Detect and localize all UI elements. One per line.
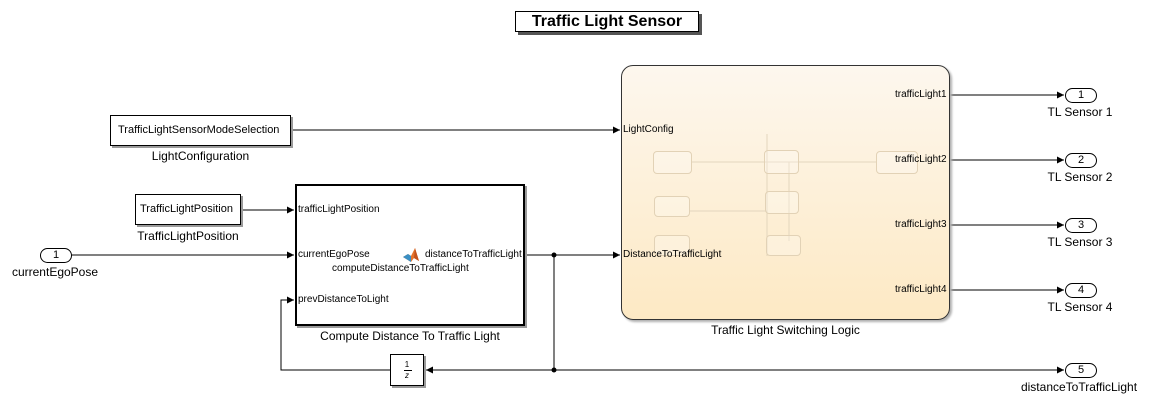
port-trafficlight4: trafficLight4 (895, 284, 947, 295)
outport-4[interactable]: 4 (1065, 283, 1097, 298)
switching-logic-chart[interactable] (621, 65, 950, 320)
inport-1-label: currentEgoPose (11, 265, 99, 279)
port-trafficlightposition: trafficLightPosition (298, 204, 380, 215)
port-distancetotrafficlight-in: DistanceToTrafficLight (623, 249, 722, 260)
unit-delay-block[interactable]: 1 z (390, 354, 424, 386)
outport-4-label: TL Sensor 4 (1047, 300, 1113, 314)
compute-distance-block[interactable] (295, 184, 525, 326)
state-ghost (766, 235, 801, 256)
state-ghost (764, 150, 799, 174)
position-label: TrafficLightPosition (137, 229, 239, 243)
state-ghost (876, 151, 918, 174)
outport-5-label: distanceToTrafficLight (1020, 380, 1138, 394)
port-currentegopose: currentEgoPose (298, 249, 370, 260)
mode-selection-text: TrafficLightSensorModeSelection (118, 124, 280, 136)
outport-3-label: TL Sensor 3 (1047, 235, 1113, 249)
chart-preview (690, 134, 877, 256)
outport-2[interactable]: 2 (1065, 153, 1097, 168)
state-ghost (765, 191, 799, 214)
outport-5[interactable]: 5 (1065, 363, 1097, 378)
position-block[interactable]: TrafficLightPosition (135, 194, 241, 225)
outport-2-label: TL Sensor 2 (1047, 170, 1113, 184)
mode-selection-block[interactable]: TrafficLightSensorModeSelection (110, 115, 291, 146)
outport-1-label: TL Sensor 1 (1047, 105, 1113, 119)
state-ghost (654, 235, 690, 256)
unit-delay-denominator: z (405, 371, 409, 380)
branch-point-top (551, 252, 557, 258)
mode-selection-label: LightConfiguration (151, 149, 250, 163)
unit-delay-numerator: 1 (404, 360, 410, 369)
port-lightconfig: LightConfig (623, 124, 674, 135)
diagram-title: Traffic Light Sensor (515, 11, 699, 32)
outport-1[interactable]: 1 (1065, 88, 1097, 103)
port-trafficlight3: trafficLight3 (895, 219, 947, 230)
state-ghost (654, 196, 690, 217)
function-name: computeDistanceToTrafficLight (332, 263, 469, 274)
port-trafficlight2: trafficLight2 (895, 154, 947, 165)
port-distancetotrafficlight-out: distanceToTrafficLight (425, 249, 522, 260)
line-feedback[interactable] (280, 296, 390, 371)
port-prevdistancetolight: prevDistanceToLight (298, 294, 389, 305)
port-trafficlight1: trafficLight1 (895, 89, 947, 100)
unit-delay-fraction-bar (404, 370, 412, 371)
inport-1[interactable]: 1 (40, 248, 72, 263)
state-ghost (653, 151, 692, 174)
matlab-logo-icon (403, 248, 419, 262)
switching-logic-label: Traffic Light Switching Logic (711, 323, 860, 337)
branch-point-bottom (551, 367, 557, 373)
outport-3[interactable]: 3 (1065, 218, 1097, 233)
position-text: TrafficLightPosition (140, 203, 233, 215)
compute-distance-label: Compute Distance To Traffic Light (320, 329, 500, 343)
